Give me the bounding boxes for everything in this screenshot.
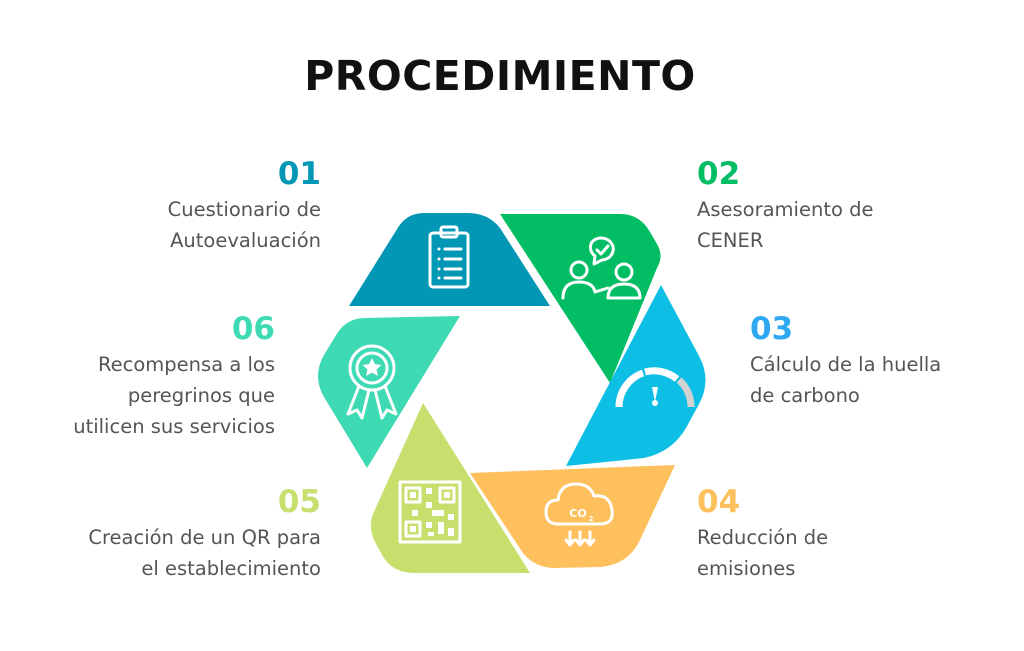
segment-04	[470, 465, 675, 568]
step-06-number: 06	[231, 311, 275, 347]
step-03-label-line2: de carbono	[750, 384, 860, 407]
step-01-label: Cuestionario de Autoevaluación	[21, 194, 321, 256]
step-02: 02 Asesoramiento de CENER	[697, 156, 997, 256]
step-03: 03 Cálculo de la huella de carbono	[750, 311, 1020, 411]
step-01-label-line1: Cuestionario de	[167, 198, 321, 221]
step-06-label-line3: utilicen sus servicios	[73, 415, 275, 438]
step-01: 01 Cuestionario de Autoevaluación	[21, 156, 321, 256]
co2-subscript: 2	[589, 515, 594, 523]
step-03-label: Cálculo de la huella de carbono	[750, 349, 1020, 411]
step-02-label-line2: CENER	[697, 229, 764, 252]
step-05-label-line1: Creación de un QR para	[88, 526, 321, 549]
step-06: 06 Recompensa a los peregrinos que utili…	[0, 311, 275, 442]
page-title: PROCEDIMIENTO	[304, 52, 696, 100]
step-02-number: 02	[697, 156, 741, 192]
step-03-number: 03	[750, 311, 794, 347]
award-ribbon-icon	[346, 344, 398, 420]
step-04-label: Reducción de emisiones	[697, 522, 997, 584]
step-04: 04 Reducción de emisiones	[697, 484, 997, 584]
step-02-label: Asesoramiento de CENER	[697, 194, 997, 256]
step-04-label-line1: Reducción de	[697, 526, 829, 549]
step-06-label-line2: peregrinos que	[127, 384, 275, 407]
step-04-label-line2: emisiones	[697, 557, 796, 580]
step-04-number: 04	[697, 484, 741, 520]
step-05-label-line2: el establecimiento	[141, 557, 321, 580]
co2-text: CO	[569, 507, 586, 520]
co2-cloud-icon: CO 2	[544, 482, 614, 547]
step-05-label: Creación de un QR para el establecimient…	[21, 522, 321, 584]
gauge-icon	[615, 367, 695, 408]
step-05: 05 Creación de un QR para el establecimi…	[21, 484, 321, 584]
qr-code-icon	[398, 480, 462, 544]
clipboard-icon	[428, 225, 470, 289]
step-03-label-line1: Cálculo de la huella	[750, 353, 942, 376]
step-06-label: Recompensa a los peregrinos que utilicen…	[0, 349, 275, 442]
consultation-icon	[561, 236, 642, 300]
step-06-label-line1: Recompensa a los	[97, 353, 275, 376]
step-01-number: 01	[277, 156, 321, 192]
step-05-number: 05	[277, 484, 321, 520]
segment-02	[500, 214, 661, 383]
step-02-label-line1: Asesoramiento de	[697, 198, 874, 221]
step-01-label-line2: Autoevaluación	[170, 229, 321, 252]
